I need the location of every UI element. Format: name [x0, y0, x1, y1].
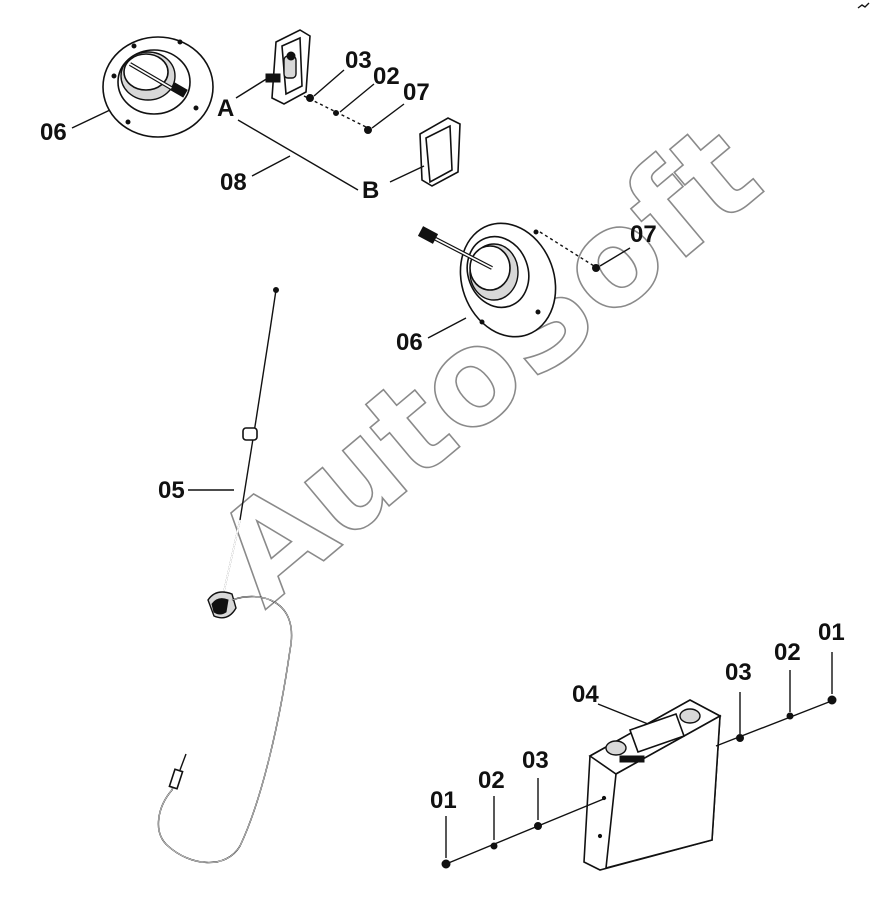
left-fasteners [441, 797, 607, 869]
mount-base-middle [417, 222, 557, 338]
radio-unit [583, 699, 722, 871]
callout-02-right: 02 [774, 639, 801, 666]
callout-b: B [362, 177, 379, 204]
leader-line [339, 83, 375, 113]
callout-03-top: 03 [345, 47, 372, 74]
cover-b [419, 117, 461, 187]
right-fasteners [715, 695, 837, 747]
leader-line [251, 155, 291, 177]
callout-08: 08 [220, 169, 247, 196]
leader-line [389, 165, 425, 183]
callout-07-mid: 07 [630, 221, 657, 248]
callout-06-mid: 06 [396, 329, 423, 356]
callout-a: A [217, 95, 234, 122]
corner-mark [857, 2, 870, 9]
mount-base-top-left [102, 36, 214, 138]
callout-01-left: 01 [430, 787, 457, 814]
callout-02-left: 02 [478, 767, 505, 794]
leader-line [235, 77, 269, 99]
leader-line [71, 109, 111, 129]
leader-line [427, 317, 467, 339]
top-washers [303, 94, 372, 134]
callout-01-right: 01 [818, 619, 845, 646]
leader-line [599, 247, 631, 267]
bracket-a [265, 29, 311, 105]
leader-line [597, 703, 649, 725]
callout-07-top: 07 [403, 79, 430, 106]
callout-03-left: 03 [522, 747, 549, 774]
leader-line-08 [237, 119, 359, 191]
axis-line [539, 231, 595, 267]
leader-line [313, 69, 345, 97]
screw-07-mid [592, 264, 600, 272]
callout-04: 04 [572, 681, 599, 708]
leader-line [371, 103, 405, 129]
callout-05: 05 [158, 477, 185, 504]
callout-02-top: 02 [373, 63, 400, 90]
watermark-text: AutoSoft [187, 95, 789, 635]
callout-06-top-left: 06 [40, 119, 67, 146]
callout-03-right: 03 [725, 659, 752, 686]
antenna-mast [157, 287, 293, 864]
